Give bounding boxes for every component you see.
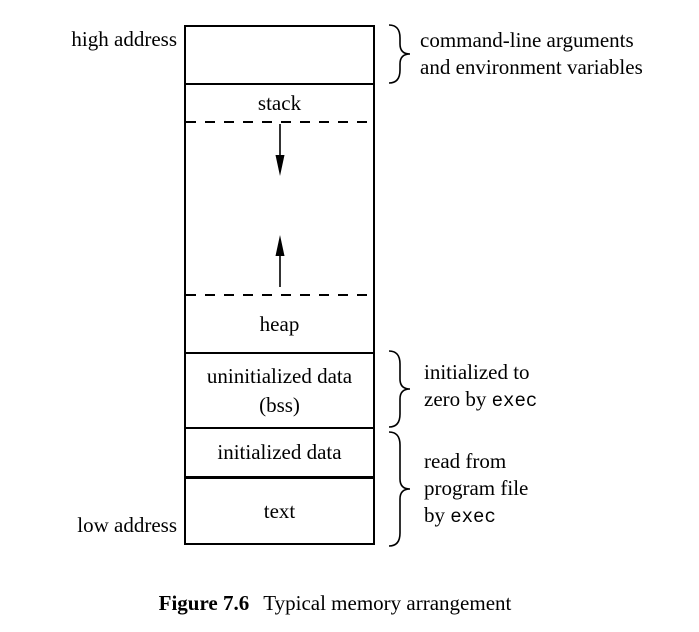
annotation-args-env-line2: and environment variables (420, 55, 643, 79)
annotation-program-file: read from program file by exec (424, 448, 528, 531)
section-text-label: text (263, 498, 296, 523)
low-address-label: low address (77, 513, 177, 537)
exec-code-text: exec (450, 506, 496, 528)
annotation-bss-line2: zero by exec (424, 386, 537, 415)
heap-growth-boundary (186, 294, 373, 296)
section-bss: uninitialized data (bss) (186, 354, 373, 429)
high-address-label: high address (71, 27, 177, 51)
annotation-args-env: command-line arguments and environment v… (420, 27, 643, 81)
section-free-space (186, 123, 373, 294)
figure-number: Figure 7.6 (158, 591, 250, 615)
section-stack-label: stack (257, 90, 302, 115)
annotation-program-file-line1: read from (424, 449, 507, 473)
section-initialized-data: initialized data (186, 429, 373, 479)
annotation-bss-line1: initialized to (424, 360, 530, 384)
curly-brace-icon-args-env (386, 24, 412, 89)
up-arrow-icon (273, 235, 287, 293)
curly-brace-icon-program-file (386, 431, 412, 552)
section-heap: heap (186, 296, 373, 354)
annotation-args-env-line1: command-line arguments (420, 28, 634, 52)
down-arrow-icon (273, 124, 287, 182)
annotation-program-file-line3: by exec (424, 502, 528, 531)
section-initialized-data-label: initialized data (217, 440, 342, 464)
section-bss-label-line1: uninitialized data (206, 364, 353, 389)
memory-layout-box: stack heap uninitialized data (bss (184, 25, 375, 545)
exec-code-text: exec (491, 390, 538, 412)
section-stack: stack (186, 85, 373, 121)
figure-caption: Figure 7.6 Typical memory arrangement (0, 591, 670, 616)
section-text: text (186, 479, 373, 543)
annotation-bss-line2-prefix: zero by (424, 387, 492, 411)
annotation-program-file-line3-prefix: by (424, 503, 451, 527)
section-args-env (186, 27, 373, 85)
figure-title: Typical memory arrangement (263, 591, 512, 615)
annotation-program-file-line2: program file (424, 476, 529, 500)
section-heap-label: heap (259, 311, 300, 336)
stack-growth-boundary (186, 121, 373, 123)
curly-brace-icon-bss (386, 350, 412, 433)
section-bss-label-line2: (bss) (259, 392, 300, 417)
annotation-bss: initialized to zero by exec (424, 359, 537, 415)
